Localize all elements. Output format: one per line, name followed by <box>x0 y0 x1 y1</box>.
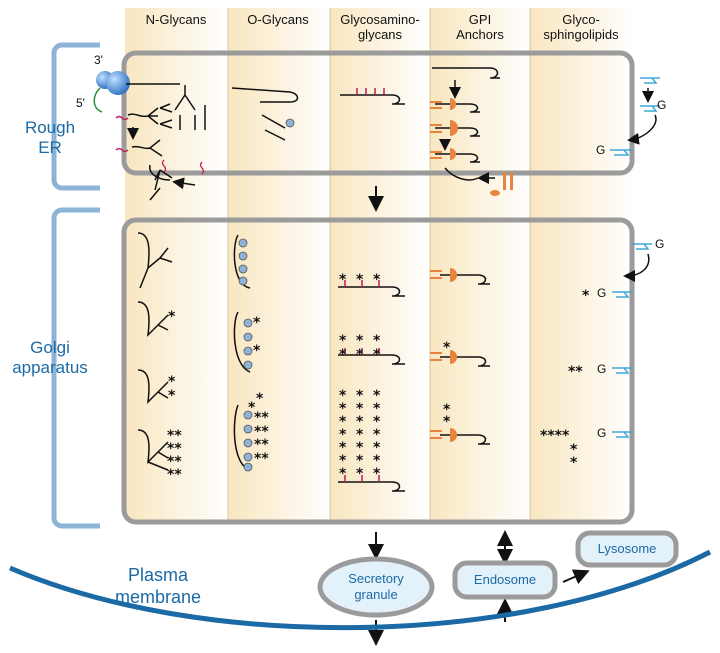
svg-text:*: * <box>168 309 176 325</box>
five-prime-label: 5' <box>76 96 85 110</box>
glycolipid-letter: G <box>655 237 665 251</box>
golgi-n-glycans <box>137 232 173 471</box>
svg-text:*: * <box>373 453 381 469</box>
svg-text:*: * <box>356 401 364 417</box>
svg-text:*: * <box>339 414 347 430</box>
endosome-shape <box>452 560 558 600</box>
svg-text:*: * <box>253 315 261 331</box>
svg-text:**: ** <box>568 364 583 380</box>
lysosome-shape <box>575 530 679 568</box>
er-gpi-anchors <box>430 98 513 196</box>
secretory-granule-label: Secretory granule <box>348 571 404 602</box>
svg-text:*: * <box>373 440 381 456</box>
svg-text:*: * <box>248 400 256 416</box>
svg-text:*: * <box>339 401 347 417</box>
er-n-glycans <box>127 85 206 201</box>
svg-text:*: * <box>339 347 347 363</box>
svg-text:*: * <box>356 272 364 288</box>
svg-text:*: * <box>339 333 347 349</box>
column-header-n-glycans: N-Glycans <box>145 12 207 27</box>
svg-text:*: * <box>253 343 261 359</box>
rough-er-label: Rough ER <box>24 118 76 157</box>
svg-text:*: * <box>356 466 364 482</box>
column-header-gpi-anchors: GPI Anchors <box>456 12 504 42</box>
er-o-glycan <box>231 87 299 141</box>
svg-text:**: ** <box>254 424 269 440</box>
svg-text:*: * <box>168 388 176 404</box>
secretory-granule-shape <box>317 556 435 618</box>
svg-text:*: * <box>356 427 364 443</box>
svg-text:**: ** <box>167 428 182 444</box>
svg-text:*: * <box>356 440 364 456</box>
svg-text:*: * <box>168 374 176 390</box>
svg-text:**: ** <box>167 467 182 483</box>
column-header-glycosphingolipids: Glyco- sphingolipids <box>543 12 619 42</box>
svg-text:*: * <box>373 333 381 349</box>
svg-text:*: * <box>373 427 381 443</box>
svg-text:*: * <box>339 272 347 288</box>
svg-text:*: * <box>356 414 364 430</box>
endosome-label: Endosome <box>473 572 537 587</box>
three-prime-label: 3' <box>94 53 103 67</box>
svg-text:*: * <box>356 453 364 469</box>
svg-text:*: * <box>443 414 451 430</box>
ribosome <box>93 71 180 113</box>
golgi-gpi <box>440 274 490 445</box>
plasma-membrane-arc <box>9 549 712 631</box>
signal-squiggle <box>115 115 205 175</box>
glycolipid-letter: G <box>597 426 607 440</box>
svg-text:*: * <box>373 466 381 482</box>
svg-text:*: * <box>582 288 590 304</box>
svg-text:*: * <box>339 453 347 469</box>
svg-text:*: * <box>356 333 364 349</box>
svg-text:*: * <box>373 414 381 430</box>
svg-text:**: ** <box>167 454 182 470</box>
svg-text:*: * <box>339 388 347 404</box>
svg-text:**: ** <box>254 410 269 426</box>
svg-text:*: * <box>256 391 264 407</box>
lysosome-label: Lysosome <box>597 541 657 556</box>
er-gpi <box>432 67 500 184</box>
svg-text:*: * <box>570 442 578 458</box>
svg-text:*: * <box>373 401 381 417</box>
svg-text:****: **** <box>540 428 570 444</box>
golgi-bracket <box>51 207 100 529</box>
glycolipid-letter: G <box>597 362 607 376</box>
column-header-o-glycans: O-Glycans <box>247 12 309 27</box>
svg-text:*: * <box>443 402 451 418</box>
golgi-label: Golgi apparatus <box>12 338 88 377</box>
column-stripes <box>125 8 633 520</box>
er-gag <box>340 94 405 105</box>
svg-text:**: ** <box>167 441 182 457</box>
glycolipid-letter: G <box>596 143 606 157</box>
glycolipid-letter: G <box>657 98 667 112</box>
svg-text:*: * <box>339 427 347 443</box>
svg-text:*: * <box>339 466 347 482</box>
golgi-box <box>121 217 635 525</box>
column-header-glycosaminoglycans: Glycosamino- glycans <box>340 12 420 42</box>
golgi-gags <box>338 286 405 492</box>
er-glycolipids <box>610 77 660 156</box>
plasma-membrane-label: Plasma membrane <box>114 565 202 607</box>
svg-text:*: * <box>373 347 381 363</box>
svg-text:*: * <box>373 272 381 288</box>
svg-text:*: * <box>356 388 364 404</box>
rough-er-box <box>121 50 635 176</box>
svg-text:**: ** <box>254 437 269 453</box>
svg-text:*: * <box>570 455 578 471</box>
svg-text:*: * <box>373 388 381 404</box>
rough-er-bracket <box>51 42 100 191</box>
svg-text:*: * <box>339 440 347 456</box>
svg-text:**: ** <box>254 451 269 467</box>
glycolipid-letter: G <box>597 286 607 300</box>
svg-text:*: * <box>443 340 451 356</box>
svg-text:*: * <box>356 347 364 363</box>
sugar-beads <box>238 238 253 472</box>
